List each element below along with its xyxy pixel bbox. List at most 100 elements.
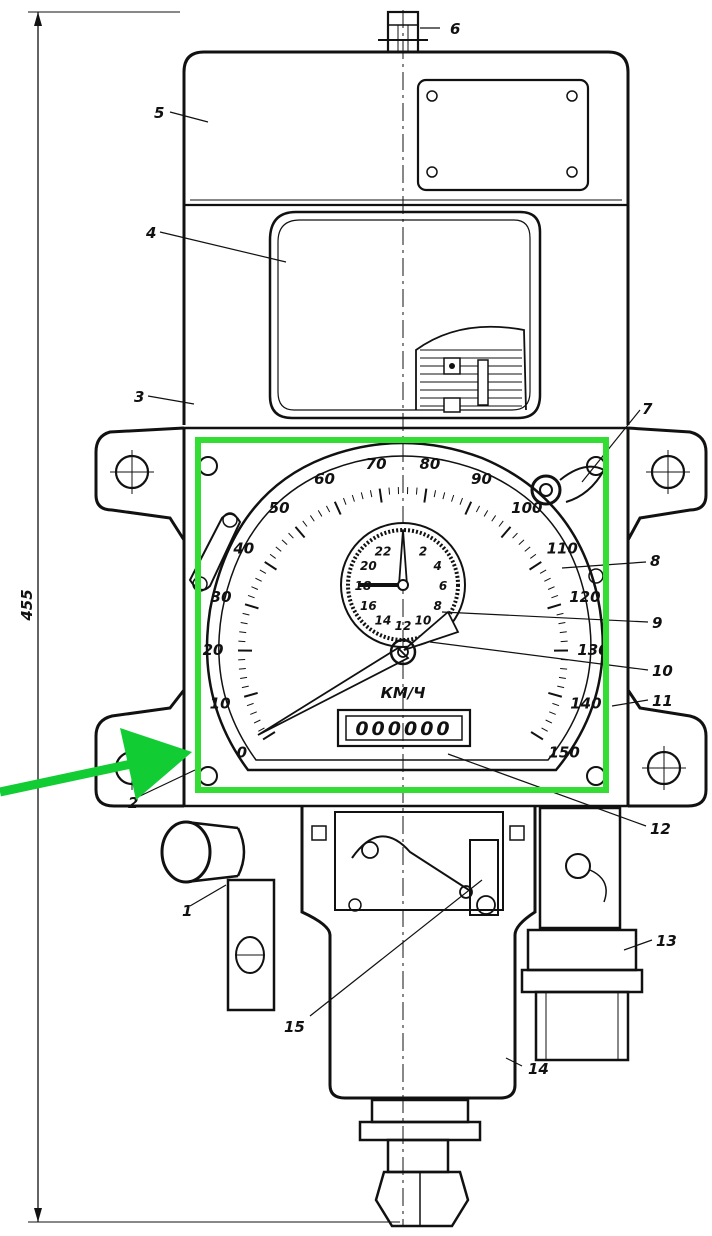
speed-label-80: 80	[419, 455, 440, 473]
speed-minor-tick	[276, 547, 281, 551]
speed-minor-tick	[282, 540, 287, 545]
speed-minor-tick	[513, 533, 518, 538]
speed-minor-tick	[251, 587, 257, 590]
speed-label-110: 110	[547, 539, 578, 557]
callout-5: 5	[154, 104, 164, 122]
speed-minor-tick	[559, 677, 566, 678]
speed-minor-tick	[326, 506, 329, 512]
speed-major-tick	[501, 527, 510, 538]
callout-6: 6	[450, 20, 460, 38]
callout-8: 8	[650, 552, 660, 570]
speed-minor-tick	[560, 668, 567, 669]
speed-label-150: 150	[548, 744, 579, 762]
speed-label-100: 100	[511, 499, 542, 517]
callout-10: 10	[652, 662, 673, 680]
callout-9: 9	[652, 614, 662, 632]
speed-major-tick	[548, 604, 561, 608]
speed-minor-tick	[343, 498, 346, 505]
speed-major-tick	[380, 489, 382, 503]
speed-label-20: 20	[203, 641, 224, 659]
callout-15: 15	[284, 1018, 305, 1036]
speed-minor-tick	[250, 712, 256, 715]
speed-major-tick	[295, 527, 304, 538]
callout-1: 1	[182, 902, 192, 920]
speed-label-40: 40	[232, 539, 254, 557]
speed-label-60: 60	[314, 470, 335, 488]
speed-minor-tick	[552, 703, 559, 705]
nameplate-screws	[427, 91, 577, 177]
speed-minor-tick	[558, 623, 565, 624]
speed-minor-tick	[443, 492, 445, 499]
speed-minor-tick	[260, 570, 266, 573]
speed-minor-tick	[460, 498, 463, 505]
speed-major-tick	[531, 732, 543, 739]
speed-label-30: 30	[211, 588, 232, 606]
speed-minor-tick	[499, 521, 503, 527]
speed-label-90: 90	[471, 470, 492, 488]
speed-minor-tick	[247, 703, 254, 705]
callout-3: 3	[134, 388, 144, 406]
callout-14: 14	[528, 1060, 549, 1078]
speed-minor-tick	[549, 712, 555, 715]
clock-label-4: 4	[432, 559, 441, 573]
speed-minor-tick	[352, 495, 354, 502]
upper-housing	[184, 52, 628, 425]
speed-label-120: 120	[569, 588, 600, 606]
speed-minor-tick	[254, 720, 260, 723]
speed-minor-tick	[361, 492, 363, 499]
speed-major-tick	[244, 693, 257, 697]
speed-minor-tick	[239, 632, 246, 633]
speed-minor-tick	[242, 686, 249, 688]
speed-minor-tick	[255, 578, 261, 581]
speed-minor-tick	[484, 510, 488, 516]
speed-minor-tick	[289, 533, 294, 538]
speed-minor-tick	[248, 595, 255, 597]
clock-label-6: 6	[439, 579, 447, 593]
speed-major-tick	[263, 732, 275, 739]
speed-minor-tick	[548, 587, 554, 590]
mechanism-hatch	[420, 350, 522, 406]
speed-minor-tick	[389, 488, 390, 495]
speed-minor-tick	[540, 570, 546, 573]
clock-label-8: 8	[433, 599, 441, 613]
speed-minor-tick	[310, 515, 314, 521]
callout-11: 11	[652, 692, 673, 710]
speed-minor-tick	[476, 506, 479, 512]
speed-minor-tick	[416, 488, 417, 495]
speed-minor-tick	[241, 623, 248, 624]
speed-minor-tick	[525, 547, 530, 551]
clock-label-22: 22	[375, 544, 392, 558]
speed-minor-tick	[452, 495, 454, 502]
speed-minor-tick	[243, 613, 250, 615]
speed-minor-tick	[551, 595, 558, 597]
callout-12: 12	[650, 820, 671, 838]
speed-minor-tick	[519, 540, 524, 545]
speed-major-tick	[548, 693, 561, 697]
speed-unit-label: КМ/Ч	[381, 684, 426, 702]
speed-major-tick	[265, 562, 277, 570]
lower-assembly	[162, 806, 642, 1226]
speed-minor-tick	[530, 554, 536, 558]
speed-minor-tick	[240, 677, 247, 678]
speed-major-tick	[245, 604, 258, 608]
mounting-flange	[96, 428, 706, 806]
speed-minor-tick	[239, 668, 246, 669]
speed-minor-tick	[370, 490, 371, 497]
clock-label-20: 20	[360, 559, 377, 573]
clock-label-12: 12	[395, 619, 412, 633]
speed-major-tick	[465, 502, 471, 515]
speed-minor-tick	[434, 490, 435, 497]
reset-knob	[162, 822, 274, 1010]
speed-minor-tick	[557, 613, 564, 615]
speed-label-10: 10	[210, 695, 231, 713]
clock-minute-hand	[399, 530, 407, 585]
speed-label-50: 50	[269, 499, 290, 517]
clock-label-14: 14	[375, 614, 392, 628]
dimension-label: 455	[18, 589, 36, 621]
clock-label-2: 2	[419, 544, 427, 558]
clock-label-16: 16	[360, 599, 377, 613]
speed-label-140: 140	[570, 695, 601, 713]
clock-label-10: 10	[415, 614, 432, 628]
